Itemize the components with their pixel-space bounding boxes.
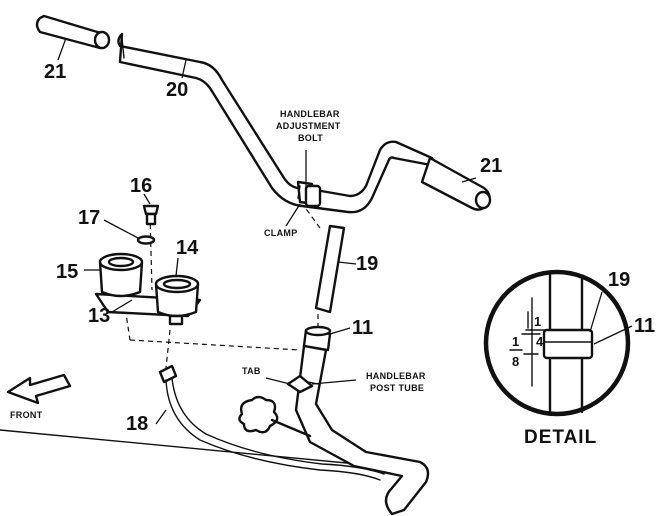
handlebar-end-edge xyxy=(121,37,125,59)
label-21-left-grip: 21 xyxy=(44,61,66,83)
left-gauge xyxy=(98,252,144,298)
label-19-stem: 19 xyxy=(356,253,378,275)
label-14-right-gauge: 14 xyxy=(176,237,199,259)
gauge-assembly xyxy=(94,252,202,326)
label-17-washer: 17 xyxy=(78,207,100,229)
label-11-collar: 11 xyxy=(352,317,373,339)
clamp-label: CLAMP xyxy=(264,228,298,238)
stem xyxy=(314,224,346,314)
detail-title: DETAIL xyxy=(524,427,597,448)
front-label: FRONT xyxy=(10,410,43,420)
stem-collar xyxy=(302,325,332,352)
tab-label: TAB xyxy=(242,366,261,376)
left-grip xyxy=(35,14,111,50)
fraction-top-numerator: 1 xyxy=(534,314,541,329)
label-15-left-gauge: 15 xyxy=(56,261,78,283)
label-21-right-grip: 21 xyxy=(480,155,502,177)
adjustment-knob xyxy=(238,395,312,438)
fraction-bottom-denominator: 8 xyxy=(512,354,519,369)
post-tube-label-line2: POST TUBE xyxy=(370,383,424,393)
clamp xyxy=(296,180,322,208)
leader-lines xyxy=(57,37,477,425)
screw xyxy=(142,204,160,226)
label-16-screw: 16 xyxy=(130,175,152,197)
handlebar-post-tube xyxy=(286,344,430,516)
right-grip xyxy=(420,156,492,211)
washer xyxy=(136,235,156,245)
label-18-cable: 18 xyxy=(126,413,148,435)
right-gauge xyxy=(154,274,200,326)
detail-view xyxy=(483,269,633,417)
front-arrow-icon xyxy=(6,373,72,405)
speedometer-cable xyxy=(158,364,385,481)
assembly-guide-lines xyxy=(123,205,321,369)
label-11-detail: 11 xyxy=(634,315,655,337)
label-20-handlebar: 20 xyxy=(166,79,188,101)
adjustment-bolt-label-line1: HANDLEBAR xyxy=(280,109,340,119)
post-tube-label-line1: HANDLEBAR xyxy=(366,371,426,381)
adjustment-bolt-label-line3: BOLT xyxy=(298,133,323,143)
fraction-top-denominator: 4 xyxy=(536,334,544,349)
tab xyxy=(286,374,314,394)
adjustment-bolt-label-line2: ADJUSTMENT xyxy=(276,121,341,131)
fraction-bottom-numerator: 1 xyxy=(512,334,519,349)
label-13-bracket: 13 xyxy=(88,305,110,327)
handlebar xyxy=(117,32,438,214)
label-19-detail: 19 xyxy=(608,269,630,291)
